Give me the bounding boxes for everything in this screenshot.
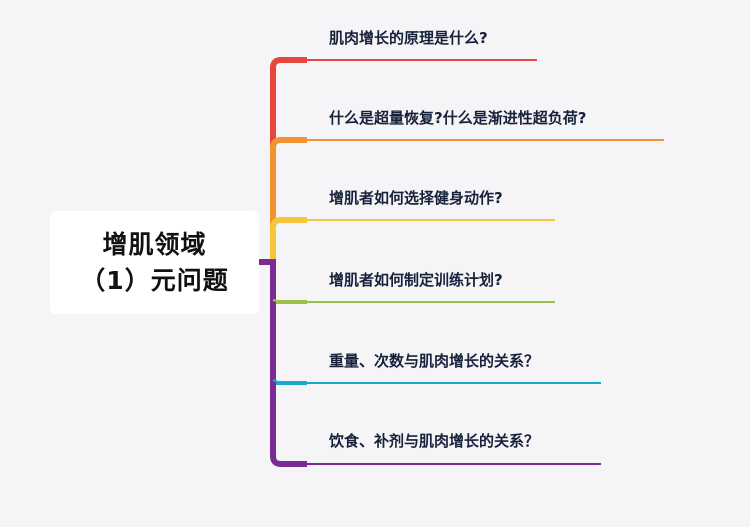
topic-node-6[interactable]: 饮食、补剂与肌肉增长的关系？ [329,432,540,450]
topic-node-4[interactable]: 增肌者如何制定训练计划? [329,271,503,289]
root-title-line2: （1）元问题 [80,265,229,295]
topic-node-2[interactable]: 什么是超量恢复?什么是渐进性超负荷? [329,109,587,127]
root-title-line1: 增肌领域 [102,229,207,259]
topic-node-5[interactable]: 重量、次数与肌肉增长的关系？ [329,352,540,370]
topic-node-1[interactable]: 肌肉增长的原理是什么? [329,29,488,47]
root-node[interactable]: 增肌领域 （1）元问题 [50,211,259,314]
topic-node-3[interactable]: 增肌者如何选择健身动作? [329,189,503,207]
